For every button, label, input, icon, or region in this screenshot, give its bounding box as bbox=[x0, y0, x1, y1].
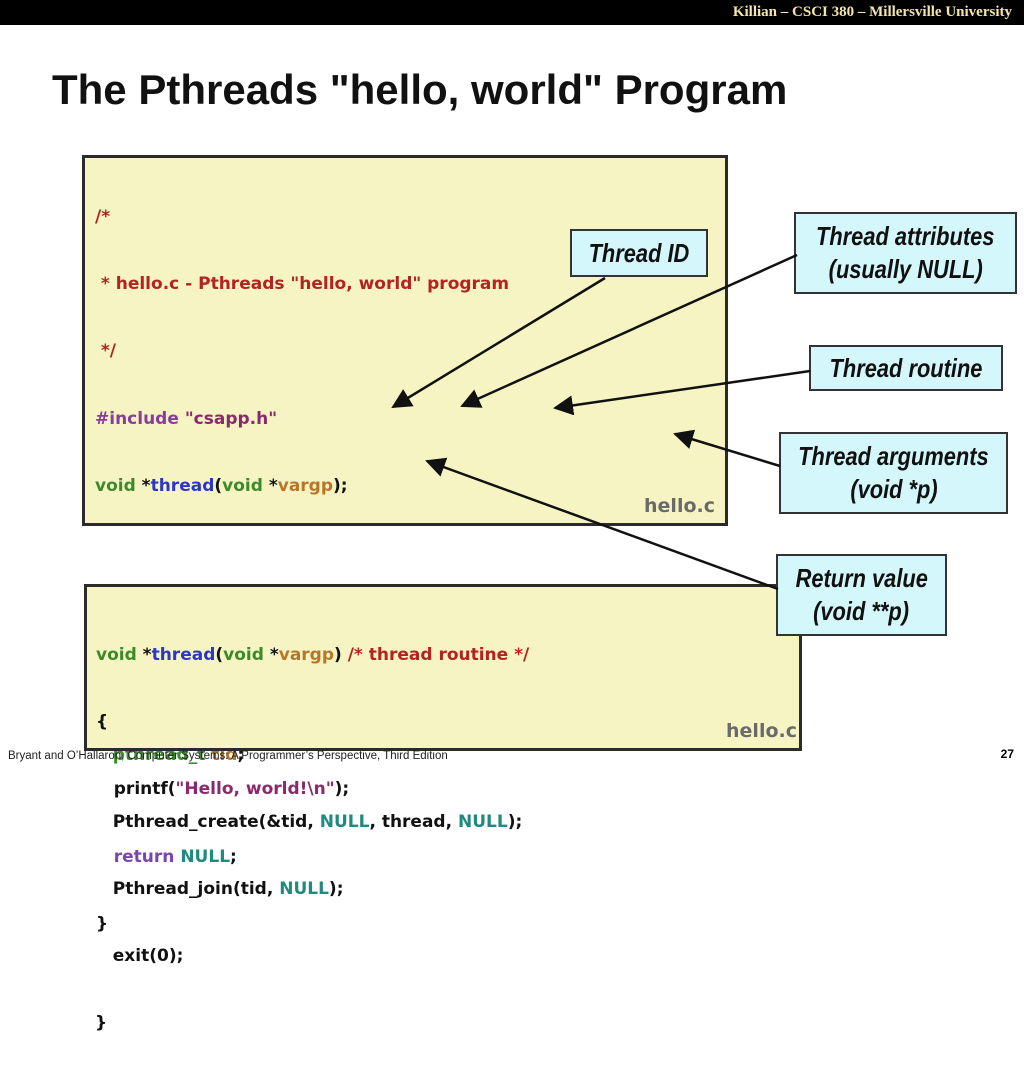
label-thread-routine: Thread routine bbox=[809, 345, 1003, 391]
label-thread-attributes: Thread attributes (usually NULL) bbox=[794, 212, 1017, 294]
filename-label: hello.c bbox=[726, 720, 797, 742]
course-header: Killian – CSCI 380 – Millersville Univer… bbox=[732, 4, 1012, 20]
inline-comment: /* thread routine */ bbox=[347, 645, 530, 665]
statement-end: ); bbox=[334, 779, 350, 800]
label-thread-attributes-line2: (usually NULL) bbox=[828, 254, 983, 284]
comment-open: /* bbox=[95, 207, 111, 227]
brace-close: } bbox=[95, 1013, 108, 1034]
comment-close: */ bbox=[95, 341, 117, 362]
include-directive: #include bbox=[95, 408, 179, 429]
arrow-thread-routine bbox=[553, 369, 811, 416]
citation-footer: Bryant and O’Hallaron, Computer Systems:… bbox=[8, 750, 448, 762]
label-thread-id: Thread ID bbox=[570, 229, 708, 277]
page-number: 27 bbox=[1000, 747, 1014, 761]
paren-close: ) bbox=[334, 645, 342, 665]
code-line: /* bbox=[95, 204, 522, 231]
keyword-void: void bbox=[96, 645, 137, 665]
label-return-value-line1: Return value bbox=[795, 563, 928, 593]
include-file: "csapp.h" bbox=[184, 408, 278, 429]
label-thread-id-text: Thread ID bbox=[588, 237, 690, 268]
string-literal: "Hello, world!\n" bbox=[175, 779, 335, 800]
code-line: { bbox=[96, 709, 529, 736]
code-line: #include "csapp.h" bbox=[95, 406, 522, 433]
pointer-star: * bbox=[263, 645, 279, 665]
function-name-thread: thread bbox=[150, 475, 215, 496]
param-vargp: vargp bbox=[277, 475, 334, 496]
code-line: void *thread(void *vargp) /* thread rout… bbox=[96, 642, 529, 669]
brace-open: { bbox=[96, 712, 109, 733]
statement-end: ; bbox=[230, 846, 237, 867]
label-return-value-line2: (void **p) bbox=[813, 596, 910, 626]
arrow-thread-id bbox=[391, 276, 606, 409]
pointer-star: * bbox=[136, 645, 152, 665]
label-thread-attributes-line1: Thread attributes bbox=[816, 221, 995, 251]
label-thread-arguments-line1: Thread arguments bbox=[798, 441, 989, 471]
param-vargp: vargp bbox=[278, 645, 335, 665]
code-line: void *thread(void *vargp); bbox=[95, 473, 522, 500]
statement-end: ; bbox=[237, 744, 245, 765]
code-line: } bbox=[95, 1010, 522, 1037]
label-return-value: Return value (void **p) bbox=[776, 554, 947, 636]
label-thread-arguments: Thread arguments (void *p) bbox=[779, 432, 1008, 514]
arrow-thread-attributes bbox=[460, 253, 798, 408]
paren-open: ( bbox=[215, 645, 224, 665]
code-line: printf("Hello, world!\n"); bbox=[96, 776, 529, 803]
code-line: return NULL; bbox=[96, 844, 529, 871]
keyword-void: void bbox=[222, 475, 263, 496]
main-code-box: /* * hello.c - Pthreads "hello, world" p… bbox=[82, 155, 728, 1033]
paren-open: ( bbox=[214, 475, 223, 496]
arrow-thread-arguments bbox=[673, 429, 781, 468]
annotation-arrows bbox=[391, 253, 811, 591]
header-bar: Killian – CSCI 380 – Millersville Univer… bbox=[0, 0, 1024, 25]
call-printf: printf( bbox=[113, 779, 176, 800]
brace-close: } bbox=[96, 913, 109, 934]
pointer-star: * bbox=[135, 475, 151, 496]
label-thread-routine-text: Thread routine bbox=[829, 352, 983, 383]
arrow-return-value bbox=[425, 457, 779, 591]
function-name-thread: thread bbox=[151, 645, 216, 665]
slide-title: The Pthreads "hello, world" Program bbox=[52, 66, 788, 113]
null-constant: NULL bbox=[180, 846, 231, 867]
pointer-star: * bbox=[262, 475, 278, 496]
label-thread-arguments-line2: (void *p) bbox=[849, 474, 938, 504]
statement-end: ); bbox=[333, 475, 348, 496]
code-line: */ bbox=[95, 338, 522, 365]
code-line: } bbox=[96, 911, 529, 938]
keyword-void: void bbox=[95, 475, 136, 496]
keyword-void: void bbox=[223, 645, 264, 665]
keyword-return: return bbox=[113, 846, 175, 867]
code-line: * hello.c - Pthreads "hello, world" prog… bbox=[95, 271, 522, 298]
comment-text: * hello.c - Pthreads "hello, world" prog… bbox=[95, 274, 510, 295]
filename-label: hello.c bbox=[644, 495, 715, 517]
